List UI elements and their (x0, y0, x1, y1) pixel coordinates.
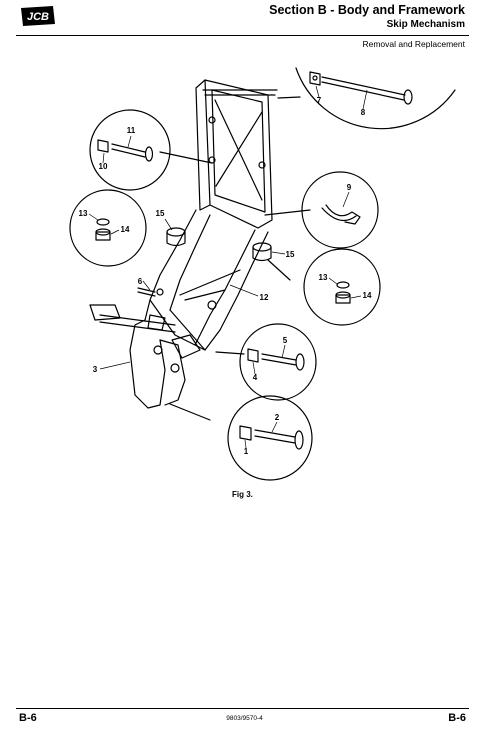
document-number: 9803/9570-4 (226, 715, 263, 722)
pivot-pin-8 (309, 71, 413, 105)
callout-7: 7 (317, 96, 322, 105)
callout-14-left: 14 (121, 225, 130, 234)
callout-13-right: 13 (319, 273, 328, 282)
callout-4: 4 (253, 373, 258, 382)
callout-5: 5 (283, 336, 288, 345)
jcb-logo: JCB (21, 6, 55, 26)
logo-text: JCB (27, 11, 49, 23)
section-title: Section B - Body and Framework (269, 3, 465, 17)
pivot-pin-11 (97, 139, 154, 162)
callout-1: 1 (244, 447, 249, 456)
callout-11: 11 (127, 126, 136, 135)
bump-stops (166, 227, 272, 262)
pivot-pin-5 (247, 348, 305, 371)
callout-2: 2 (275, 413, 280, 422)
callout-labels: 1 2 3 4 5 6 7 8 9 10 11 12 13 14 15 13 1… (79, 96, 372, 456)
page-number-right: B-6 (448, 712, 466, 724)
clamp-9 (321, 204, 361, 225)
page-number-left: B-6 (19, 712, 37, 724)
figure-caption: Fig 3. (232, 490, 253, 499)
footer-divider (16, 708, 469, 709)
callout-10: 10 (99, 162, 108, 171)
callout-8: 8 (361, 108, 366, 117)
skip-mechanism-diagram: 1 2 3 4 5 6 7 8 9 10 11 12 13 14 15 13 1… (69, 67, 456, 481)
callout-12: 12 (260, 293, 269, 302)
callout-9: 9 (347, 183, 352, 192)
callout-3: 3 (93, 365, 98, 374)
washer-nut-right (335, 281, 351, 304)
washer-nut-left (95, 218, 111, 241)
skip-frame (89, 79, 278, 409)
header-divider (16, 35, 469, 36)
procedure-title: Removal and Replacement (362, 39, 465, 49)
callout-15-right: 15 (286, 250, 295, 259)
page-subtitle: Skip Mechanism (386, 19, 465, 30)
callout-13-left: 13 (79, 209, 88, 218)
pivot-pin-2 (239, 425, 304, 450)
callout-15-left: 15 (156, 209, 165, 218)
callout-14-right: 14 (363, 291, 372, 300)
callout-6: 6 (138, 277, 143, 286)
